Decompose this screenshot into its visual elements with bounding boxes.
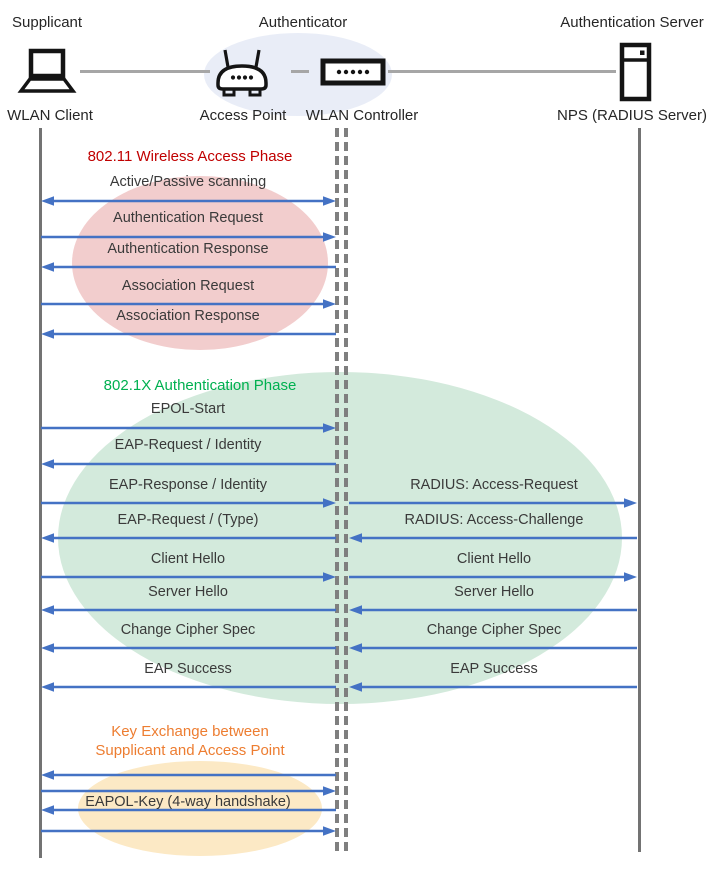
lifeline-nps-server	[638, 128, 641, 852]
phase-ellipse-authentication	[58, 372, 622, 704]
wlan-controller-icon	[320, 58, 386, 91]
role-label-supplicant: Supplicant	[12, 14, 83, 31]
device-label-wlan-controller: WLAN Controller	[305, 107, 419, 124]
connector-controller-server	[388, 70, 616, 73]
connector-client-ap	[80, 70, 210, 73]
device-label-nps-radius-server: NPS (RADIUS Server)	[556, 107, 708, 124]
arrowhead	[41, 770, 54, 780]
phase-title-wireless-access: 802.11 Wireless Access Phase	[87, 148, 293, 165]
access-point-icon	[211, 44, 273, 107]
device-label-access-point: Access Point	[199, 107, 287, 124]
arrowhead	[41, 196, 54, 206]
role-label-authentication-server: Authentication Server	[560, 14, 704, 31]
arrowhead	[41, 533, 54, 543]
laptop-icon	[12, 48, 80, 101]
server-icon	[619, 42, 653, 107]
device-label-wlan-client: WLAN Client	[7, 107, 93, 124]
arrowhead	[41, 805, 54, 815]
arrowhead	[41, 329, 54, 339]
lifeline-wlan-client	[39, 128, 42, 858]
connector-ap-controller	[291, 70, 309, 73]
lifeline-access-point-dashed	[335, 128, 339, 852]
arrowhead	[41, 643, 54, 653]
phase-title-authentication: 802.1X Authentication Phase	[103, 377, 297, 394]
lifeline-wlan-controller-dashed	[344, 128, 348, 852]
arrowhead	[624, 572, 637, 582]
arrowhead	[41, 459, 54, 469]
arrowhead	[41, 262, 54, 272]
role-label-authenticator: Authenticator	[258, 14, 348, 31]
phase-title-key-exchange: Key Exchange between Supplicant and Acce…	[95, 723, 285, 759]
phase-ellipse-wireless-access	[72, 176, 328, 350]
arrowhead	[41, 682, 54, 692]
arrowhead	[41, 605, 54, 615]
arrowhead	[624, 498, 637, 508]
phase-ellipse-key-exchange	[78, 761, 322, 856]
